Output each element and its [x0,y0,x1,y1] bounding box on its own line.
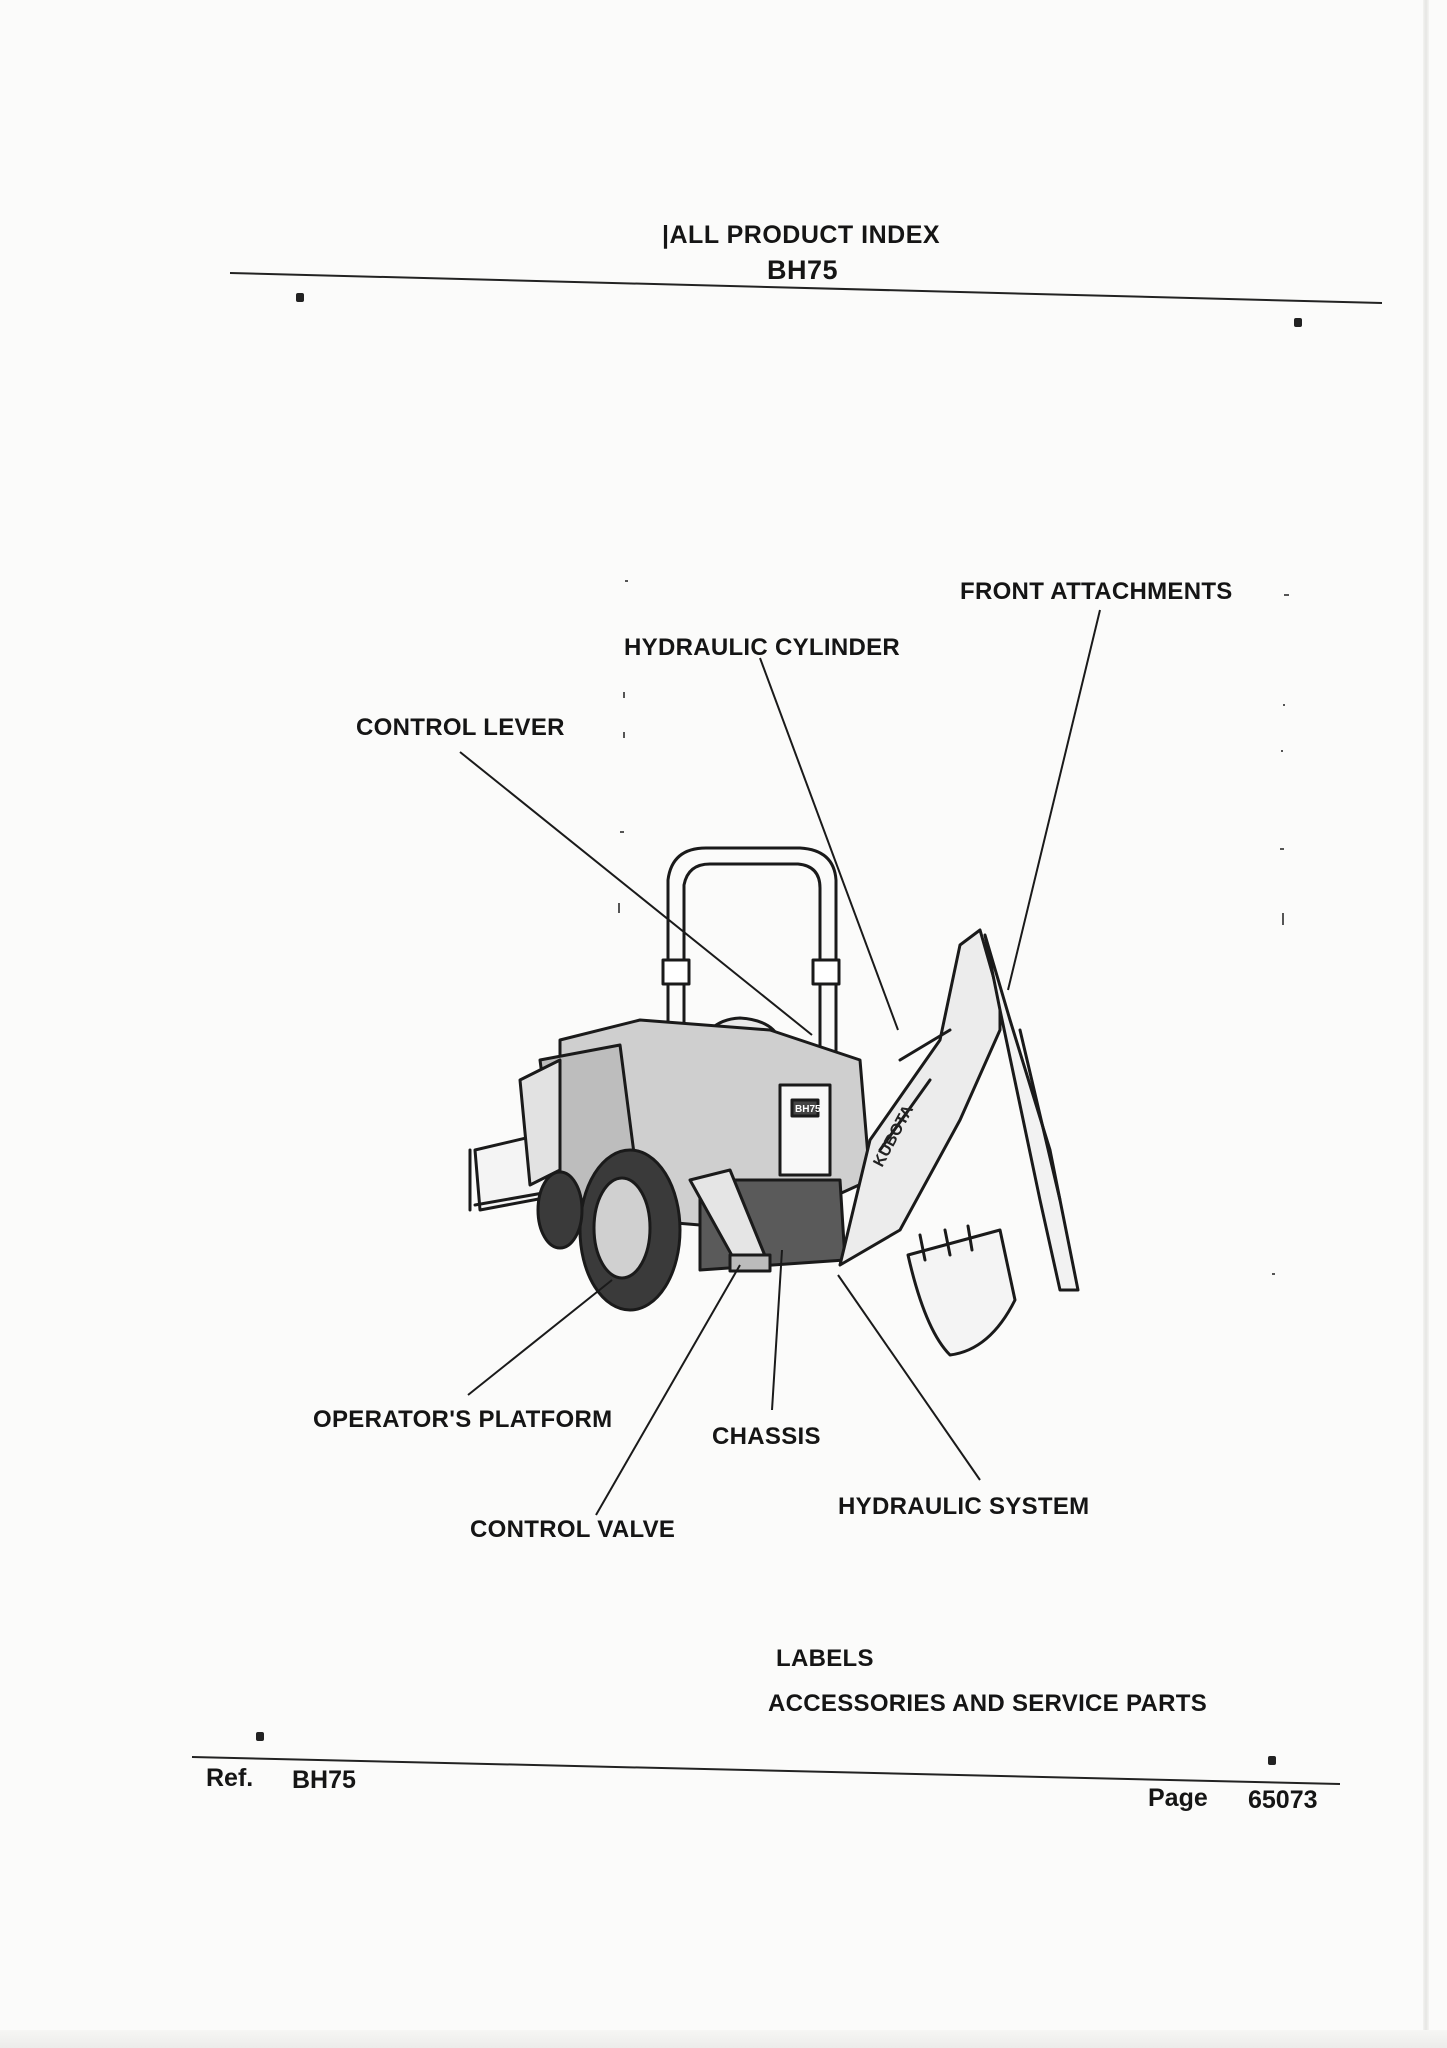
registration-dot-top-left [296,293,304,302]
registration-dot-bottom-left [256,1732,264,1741]
section-accessories[interactable]: ACCESSORIES AND SERVICE PARTS [768,1690,1208,1717]
registration-dot-top-right [1294,318,1302,327]
footer-ref-label: Ref. [206,1764,254,1792]
label-control-lever[interactable]: CONTROL LEVER [356,714,565,741]
page-bottom-edge [0,2030,1447,2048]
section-labels[interactable]: LABELS [776,1645,874,1672]
label-operators-platform[interactable]: OPERATOR'S PLATFORM [313,1406,613,1433]
leader-control-valve [595,1264,741,1516]
leader-chassis [771,1249,783,1411]
registration-dot-bottom-right [1268,1756,1276,1765]
label-control-valve[interactable]: CONTROL VALVE [470,1516,676,1543]
scan-specks [618,580,1289,1275]
header-rule [229,272,1383,304]
footer-page-label: Page [1148,1784,1208,1812]
backhoe-tractor-illustration [468,846,1080,1357]
machine-model-decal: BH75 [795,1104,821,1115]
leader-control-lever [459,751,813,1036]
header-title: |ALL PRODUCT INDEX [662,221,941,249]
label-hydraulic-system[interactable]: HYDRAULIC SYSTEM [838,1493,1090,1520]
footer-page-value: 65073 [1248,1786,1318,1814]
leader-hydraulic-cylinder [759,657,899,1031]
label-front-attachments[interactable]: FRONT ATTACHMENTS [960,578,1233,605]
label-hydraulic-cylinder[interactable]: HYDRAULIC CYLINDER [624,634,901,661]
leader-front-attachments [1007,609,1101,991]
leader-hydraulic-system [837,1274,981,1481]
label-chassis[interactable]: CHASSIS [712,1423,821,1450]
header-model: BH75 [767,255,839,285]
footer-rule [191,1756,1341,1785]
leader-lines [459,609,1101,1516]
footer-ref-value: BH75 [292,1766,356,1794]
page-edge-shadow [1423,0,1429,2048]
leader-operators-platform [467,1279,613,1396]
